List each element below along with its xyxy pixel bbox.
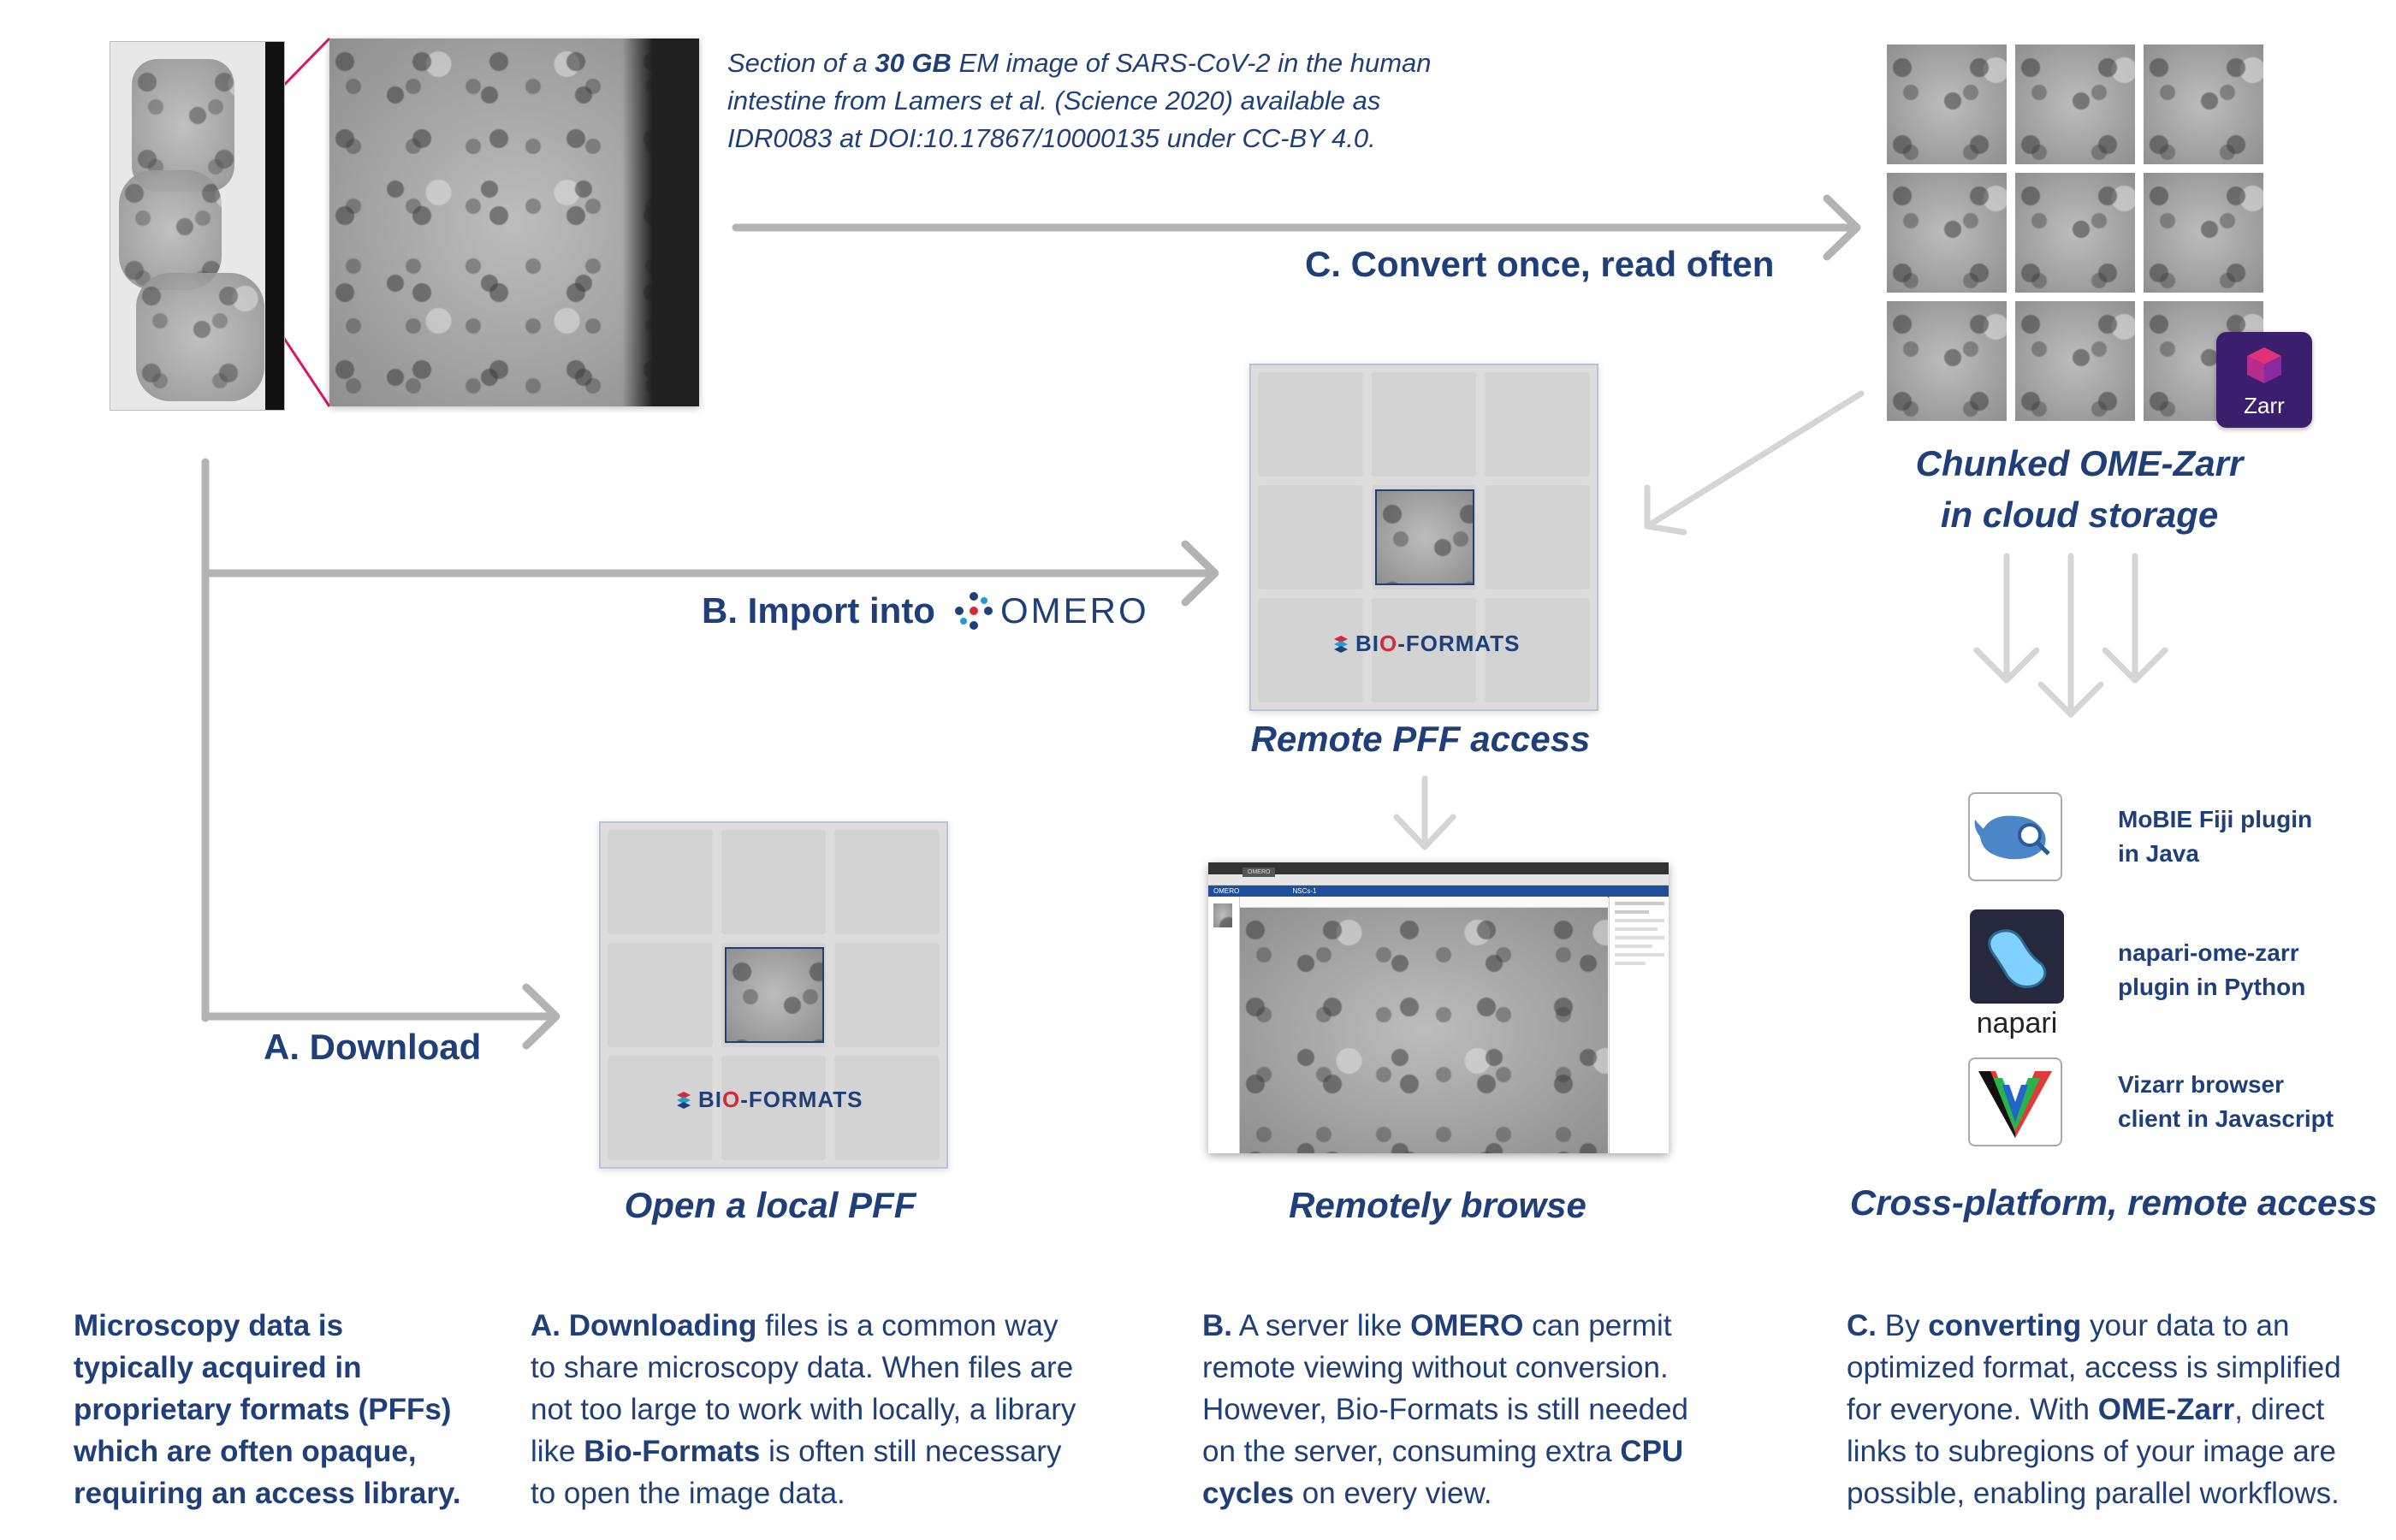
bioformats-logo: BIO-FORMATS [1333,631,1521,657]
em-zoom-image [329,38,699,406]
slide-overview [110,41,285,411]
convert-label: C. Convert once, read often [1305,244,1775,284]
napari-logo: napari [1968,909,2066,1040]
chunk-tile [1887,173,2007,293]
para-b: B. A server like OMERO can permit remote… [1202,1309,1688,1510]
omero-icon [954,592,993,630]
mobie-label: MoBIE Fiji plugin in Java [2118,806,2313,867]
chunk-tile [2015,44,2135,164]
browser-tabbar: OMERO [1208,862,1669,877]
chunk-tile [2144,44,2263,164]
thumbnail-panel [1208,897,1240,1153]
chunk-tile [1887,44,2007,164]
pff-inset-image [1375,489,1474,585]
bioformats-icon [677,1091,691,1109]
napari-icon [1988,929,2047,988]
open-local-caption: Open a local PFF [624,1185,916,1225]
chunk-tile [1887,301,2007,421]
viewer-toolbar [1240,897,1608,908]
para-c: C. By converting your data to an optimiz… [1847,1309,2341,1510]
chunk-tile [2015,301,2135,421]
metadata-panel [1609,897,1669,1153]
local-pff-box: BIO-FORMATS [599,821,948,1169]
bioformats-logo: BIO-FORMATS [676,1087,863,1113]
local-inset-image [725,947,824,1043]
para-a: A. Downloading files is a common way to … [531,1309,1076,1510]
chunked-caption: Chunked OME-Zarr in cloud storage [1915,443,2244,535]
mobie-logo [1968,792,2062,881]
zarr-cube-icon [2247,347,2281,383]
vizarr-label: Vizarr browser client in Javascript [2118,1071,2334,1132]
chunk-tile [2144,173,2263,293]
vizarr-icon [1978,1071,2052,1138]
zarr-logo: Zarr [2216,332,2312,428]
whale-icon [1974,815,2050,860]
vizarr-logo [1968,1057,2062,1146]
remote-pff-box: BIO-FORMATS [1249,364,1598,711]
remote-pff-caption: Remote PFF access [1250,719,1591,759]
remotely-browse-caption: Remotely browse [1289,1185,1586,1225]
chunk-tile [2015,173,2135,293]
cross-platform-caption: Cross-platform, remote access [1849,1182,2378,1223]
omero-logo: OMERO [954,590,1149,631]
bioformats-icon [1334,635,1348,653]
image-caption: Section of a 30 GB EM image of SARS-CoV-… [727,48,1432,153]
browser-tab[interactable]: OMERO [1242,868,1276,877]
para-intro: Microscopy data is typically acquired in… [74,1309,461,1510]
browser-window: OMERO OMERO NSCs-1 [1208,862,1669,1153]
zarr-to-pff-arrow [1644,390,1865,530]
import-label: B. Import into OMERO [702,590,1149,631]
napari-label: napari-ome-zarr plugin in Python [2118,939,2306,1000]
viewer-image[interactable] [1240,907,1608,1153]
download-label: A. Download [264,1027,482,1067]
chunked-tiles [1887,44,2263,421]
omero-header: OMERO NSCs-1 [1208,886,1669,897]
browser-addressbar[interactable] [1208,874,1669,886]
